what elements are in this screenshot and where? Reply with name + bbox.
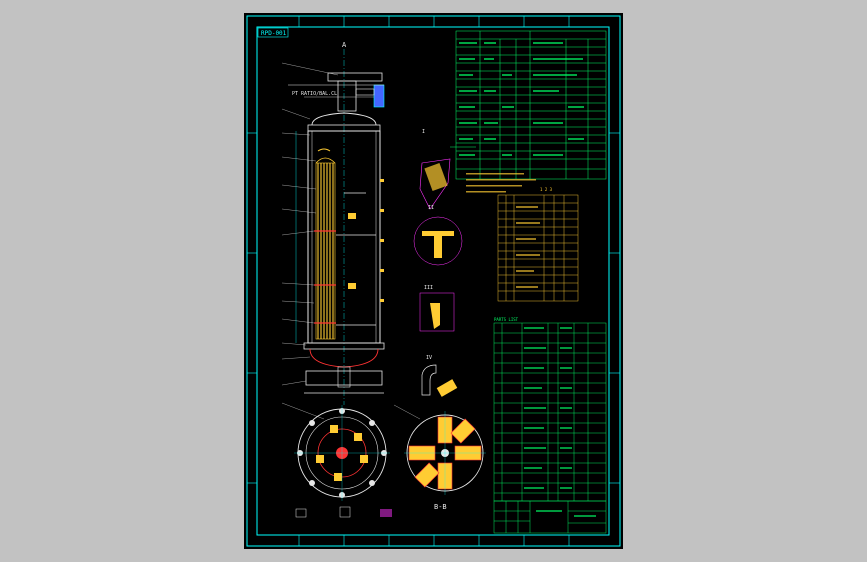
drive-housing <box>337 80 357 112</box>
detail-4-part <box>436 379 458 397</box>
nozzle-table-text <box>516 206 540 288</box>
top-plate <box>327 72 383 82</box>
bottom-outlet <box>337 366 351 388</box>
foot-detail-3 <box>380 509 392 517</box>
parts-list-table <box>493 322 607 502</box>
top-annotation: PT RATIO/BAL.CL <box>292 91 337 97</box>
detail-2-flange <box>422 231 454 236</box>
top-head <box>311 112 377 126</box>
detail-1-nozzle <box>424 162 448 192</box>
title-tab-box <box>257 27 289 38</box>
detail-3-part <box>430 303 440 329</box>
coupling <box>355 88 375 96</box>
detail-4-elbow <box>421 364 437 396</box>
bb-view-spokes <box>408 416 482 490</box>
foot-detail-1 <box>295 508 307 518</box>
zone-ticks <box>247 16 620 546</box>
detail-2-circle <box>413 216 463 266</box>
foot-detail-2 <box>339 506 351 518</box>
support-bands <box>314 230 336 324</box>
tech-spec-text <box>459 42 584 156</box>
parts-list-text <box>524 327 572 489</box>
view-bb-label: B-B <box>434 503 447 511</box>
side-nozzles <box>348 179 384 302</box>
detail-label-1: I <box>422 129 425 135</box>
tech-spec-table <box>455 30 607 180</box>
cad-drawing: RPD-001 A PT RATIO/BAL.CL <box>246 15 621 547</box>
bottom-flange <box>303 342 385 350</box>
section-views: B-B <box>294 405 486 518</box>
outer-frame <box>246 15 621 547</box>
motor <box>373 84 385 108</box>
title-tab: RPD-001 <box>261 30 287 37</box>
baffles <box>336 192 376 326</box>
nozzle-table-title: 1 2 3 <box>540 187 553 192</box>
view-a-label: A <box>342 41 347 49</box>
detail-3-box <box>419 292 455 332</box>
leader-lines <box>281 62 421 420</box>
detail-label-3: III <box>424 285 433 291</box>
tube-bundle <box>317 163 334 339</box>
nozzle-table <box>497 194 579 302</box>
detail-views: I II III IV <box>413 129 476 397</box>
detail-label-2: II <box>428 205 434 211</box>
tech-spec-notes <box>466 173 536 193</box>
detail-1-outline <box>419 158 451 210</box>
detail-label-4: IV <box>426 355 432 361</box>
plan-view-blocks <box>316 425 368 481</box>
parts-list-title: PARTS LIST <box>494 317 519 322</box>
skirt <box>305 370 383 386</box>
drawing-sheet: RPD-001 A PT RATIO/BAL.CL <box>244 13 623 549</box>
title-block <box>493 500 607 534</box>
vessel-assembly: A PT RATIO/BAL.CL <box>281 41 421 420</box>
title-block-text <box>536 510 596 517</box>
inner-frame <box>256 26 610 536</box>
detail-2-stem <box>434 236 442 258</box>
